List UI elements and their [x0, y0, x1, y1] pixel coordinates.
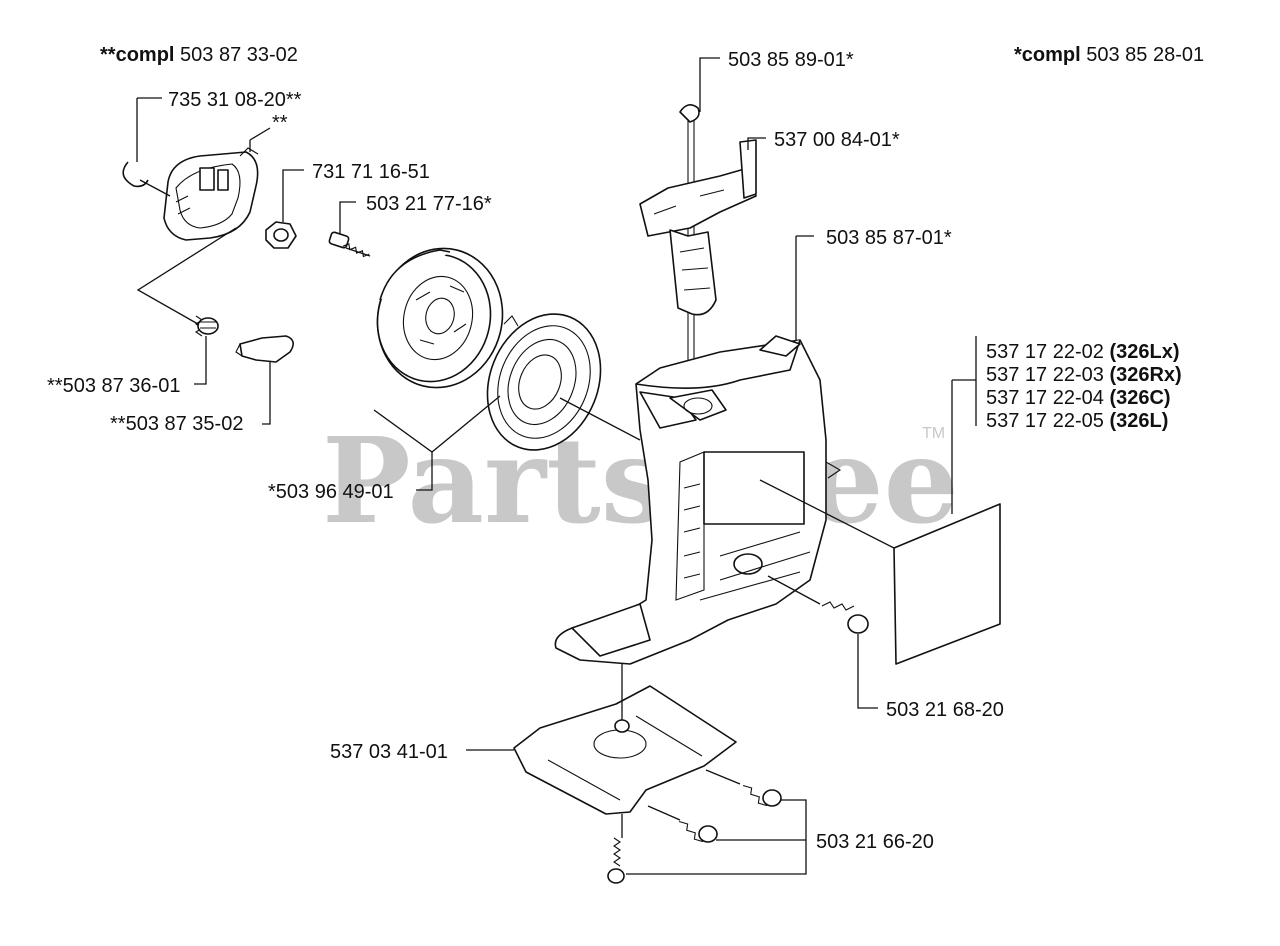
decal-item: 537 17 22-02 (326Lx) — [986, 341, 1179, 363]
header-right: *compl 503 85 28-01 — [1014, 44, 1204, 66]
label-pawl-assembly-marker: ** — [272, 112, 288, 134]
label-pulley-spring: *503 96 49-01 — [268, 481, 394, 503]
decal-item: 537 17 22-05 (326L) — [986, 410, 1168, 432]
header-left: **compl 503 87 33-02 — [100, 44, 298, 66]
label-side-screw: 503 21 68-20 — [886, 699, 1004, 721]
label-handle: 537 00 84-01* — [774, 129, 900, 151]
label-starter-clip: 735 31 08-20** — [168, 89, 302, 111]
plate-part — [466, 664, 737, 815]
decal-part — [759, 336, 1001, 665]
pawl-spring-part — [194, 315, 219, 385]
label-spring: **503 87 36-01 — [47, 375, 180, 397]
pawl-housing-part — [139, 147, 259, 241]
handle-part — [639, 137, 766, 316]
label-bottom-screws: 503 21 66-20 — [816, 831, 934, 853]
label-shoulder-screw: 503 21 77-16* — [366, 193, 492, 215]
decal-list: 537 17 22-02 (326Lx) 537 17 22-03 (326Rx… — [986, 341, 1182, 432]
label-housing: 503 85 87-01* — [826, 227, 952, 249]
pulley-part — [376, 247, 504, 389]
label-plate: 537 03 41-01 — [330, 741, 448, 763]
decal-item: 537 17 22-04 (326C) — [986, 387, 1171, 409]
decal-item: 537 17 22-03 (326Rx) — [986, 364, 1182, 386]
nut-part — [265, 169, 304, 249]
pawl-part — [235, 335, 294, 425]
shoulder-screw-part — [328, 201, 371, 258]
label-nut: 731 71 16-51 — [312, 161, 430, 183]
starter-clip-part — [122, 97, 162, 188]
starter-housing-part — [554, 235, 842, 665]
watermark-trademark: TM — [922, 425, 945, 442]
side-screw-part — [767, 575, 878, 709]
rope-part — [679, 57, 720, 360]
label-pawl: **503 87 35-02 — [110, 413, 243, 435]
label-rope: 503 85 89-01* — [728, 49, 854, 71]
bottom-screws-part — [607, 769, 807, 884]
recoil-spring-part — [486, 313, 641, 451]
